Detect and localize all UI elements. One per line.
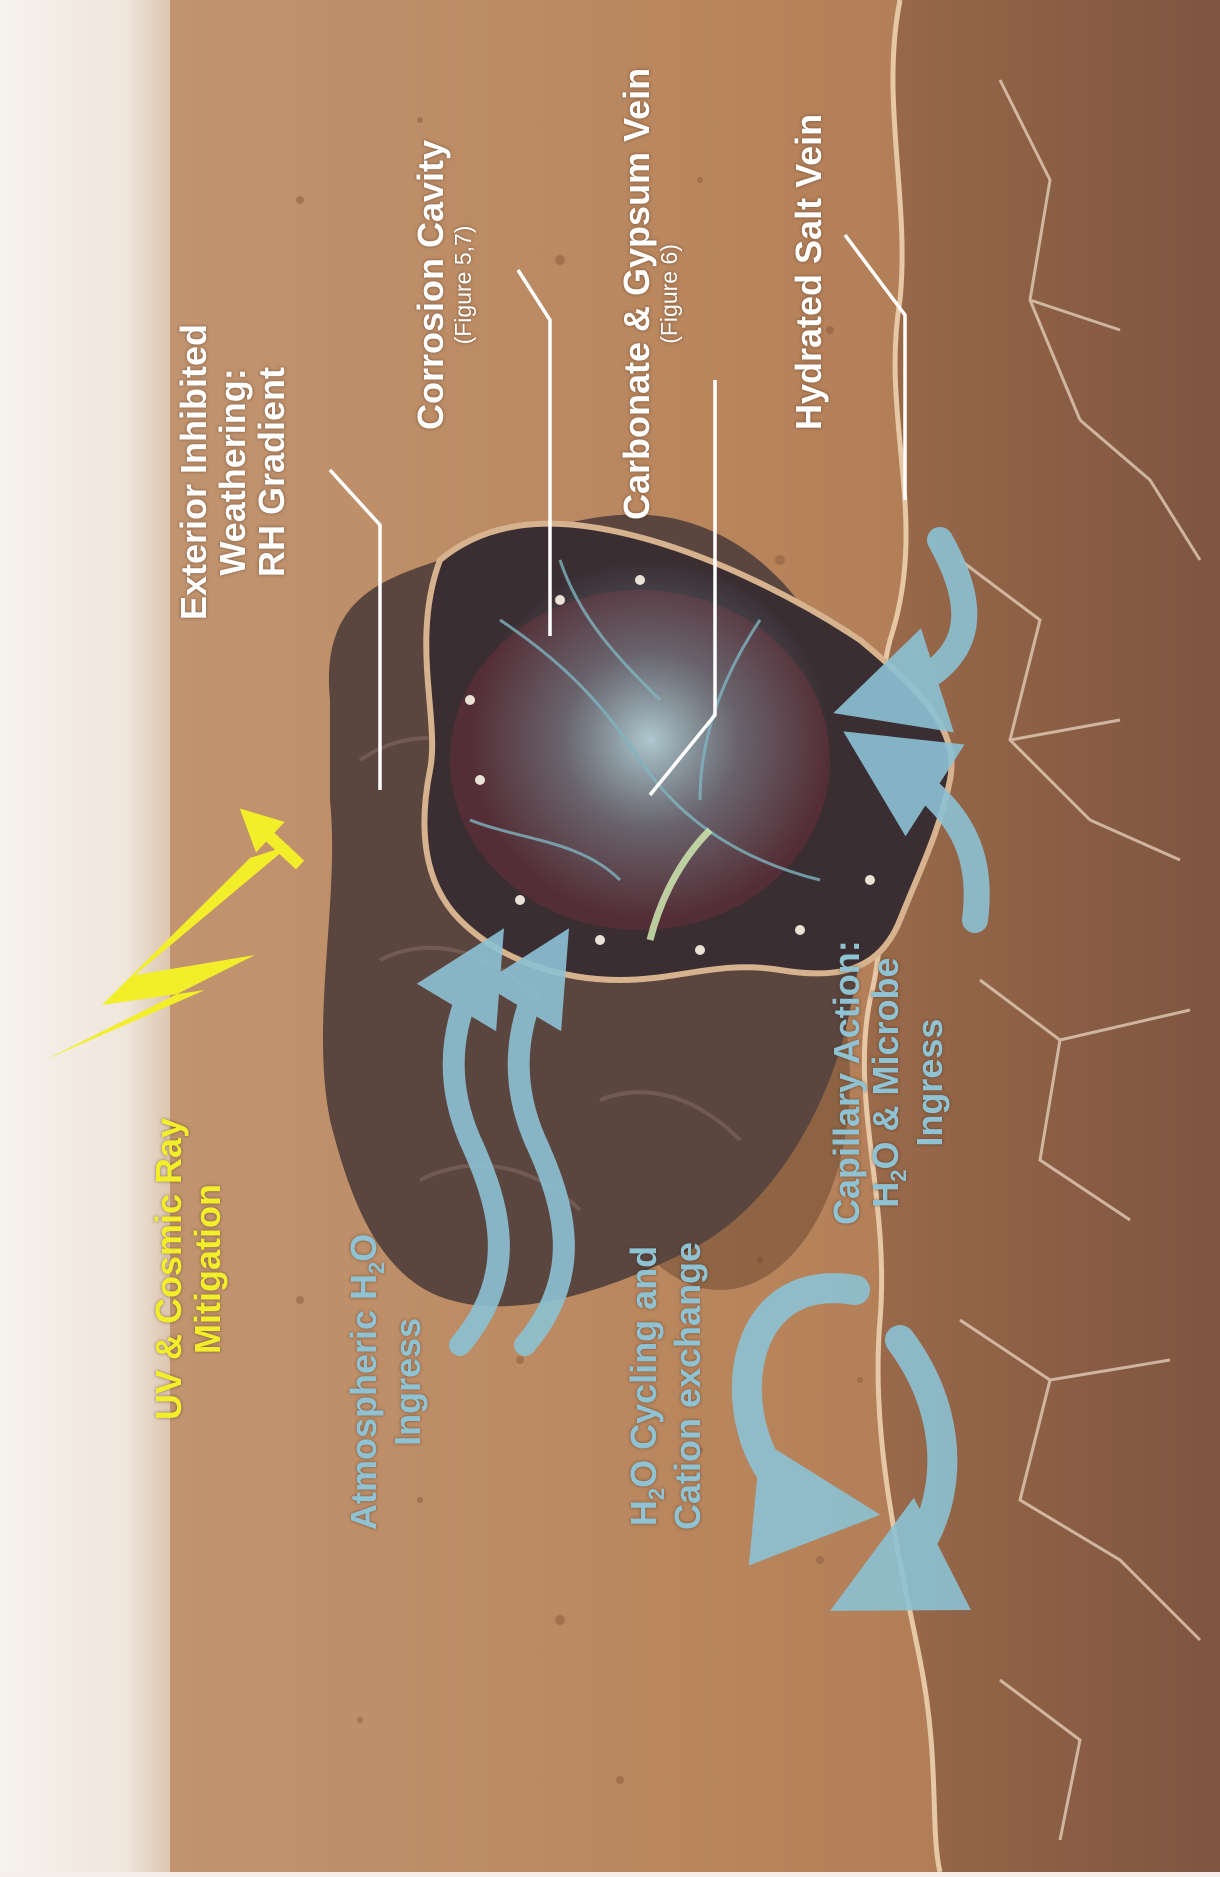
exterior-line2: Weathering: — [214, 324, 253, 620]
atmospheric-line1-end: O — [343, 1234, 384, 1262]
capillary-line1: Capillary Action: — [828, 940, 867, 1225]
atmospheric-line1: Atmospheric H2O — [345, 1234, 389, 1530]
label-exterior-weathering: Exterior Inhibited Weathering: RH Gradie… — [175, 324, 292, 620]
uv-line2: Mitigation — [189, 1118, 228, 1420]
capillary-line3: Ingress — [911, 940, 950, 1225]
cycling-line1-end: O Cycling and — [623, 1246, 664, 1488]
label-hydrated-salt-vein: Hydrated Salt Vein — [790, 114, 829, 430]
label-h2o-cycling: H2O Cycling and Cation exchange — [625, 1242, 708, 1530]
capillary-line2-end: O & Microbe — [865, 958, 906, 1170]
carbonate-figure-ref: (Figure 6) — [657, 68, 682, 520]
cycling-line1-text: H — [623, 1500, 664, 1526]
capillary-subscript: 2 — [886, 1170, 911, 1182]
atmospheric-line1-text: Atmospheric H — [343, 1274, 384, 1530]
label-uv-cosmic: UV & Cosmic Ray Mitigation — [150, 1118, 228, 1420]
label-atmospheric-h2o: Atmospheric H2O Ingress — [345, 1234, 428, 1530]
label-corrosion-cavity: Corrosion Cavity (Figure 5,7) — [412, 140, 476, 430]
corrosion-title: Corrosion Cavity — [412, 140, 451, 430]
exterior-line1: Exterior Inhibited — [175, 324, 214, 620]
cycling-line2: Cation exchange — [669, 1242, 708, 1530]
subsurface-section — [864, 0, 1220, 1872]
cycling-line1: H2O Cycling and — [625, 1242, 669, 1530]
atmospheric-line2: Ingress — [389, 1234, 428, 1530]
label-carbonate-vein: Carbonate & Gypsum Vein (Figure 6) — [618, 68, 682, 520]
cycling-subscript: 2 — [644, 1488, 669, 1500]
atmospheric-subscript: 2 — [364, 1262, 389, 1274]
sky-band — [0, 0, 180, 1872]
corrosion-figure-ref: (Figure 5,7) — [451, 140, 476, 430]
exterior-line3: RH Gradient — [253, 324, 292, 620]
capillary-line2-text: H — [865, 1182, 906, 1208]
label-capillary-action: Capillary Action: H2O & Microbe Ingress — [828, 940, 950, 1225]
carbonate-title: Carbonate & Gypsum Vein — [618, 68, 657, 520]
capillary-line2: H2O & Microbe — [867, 940, 911, 1225]
salt-title: Hydrated Salt Vein — [790, 114, 829, 430]
uv-line1: UV & Cosmic Ray — [150, 1118, 189, 1420]
